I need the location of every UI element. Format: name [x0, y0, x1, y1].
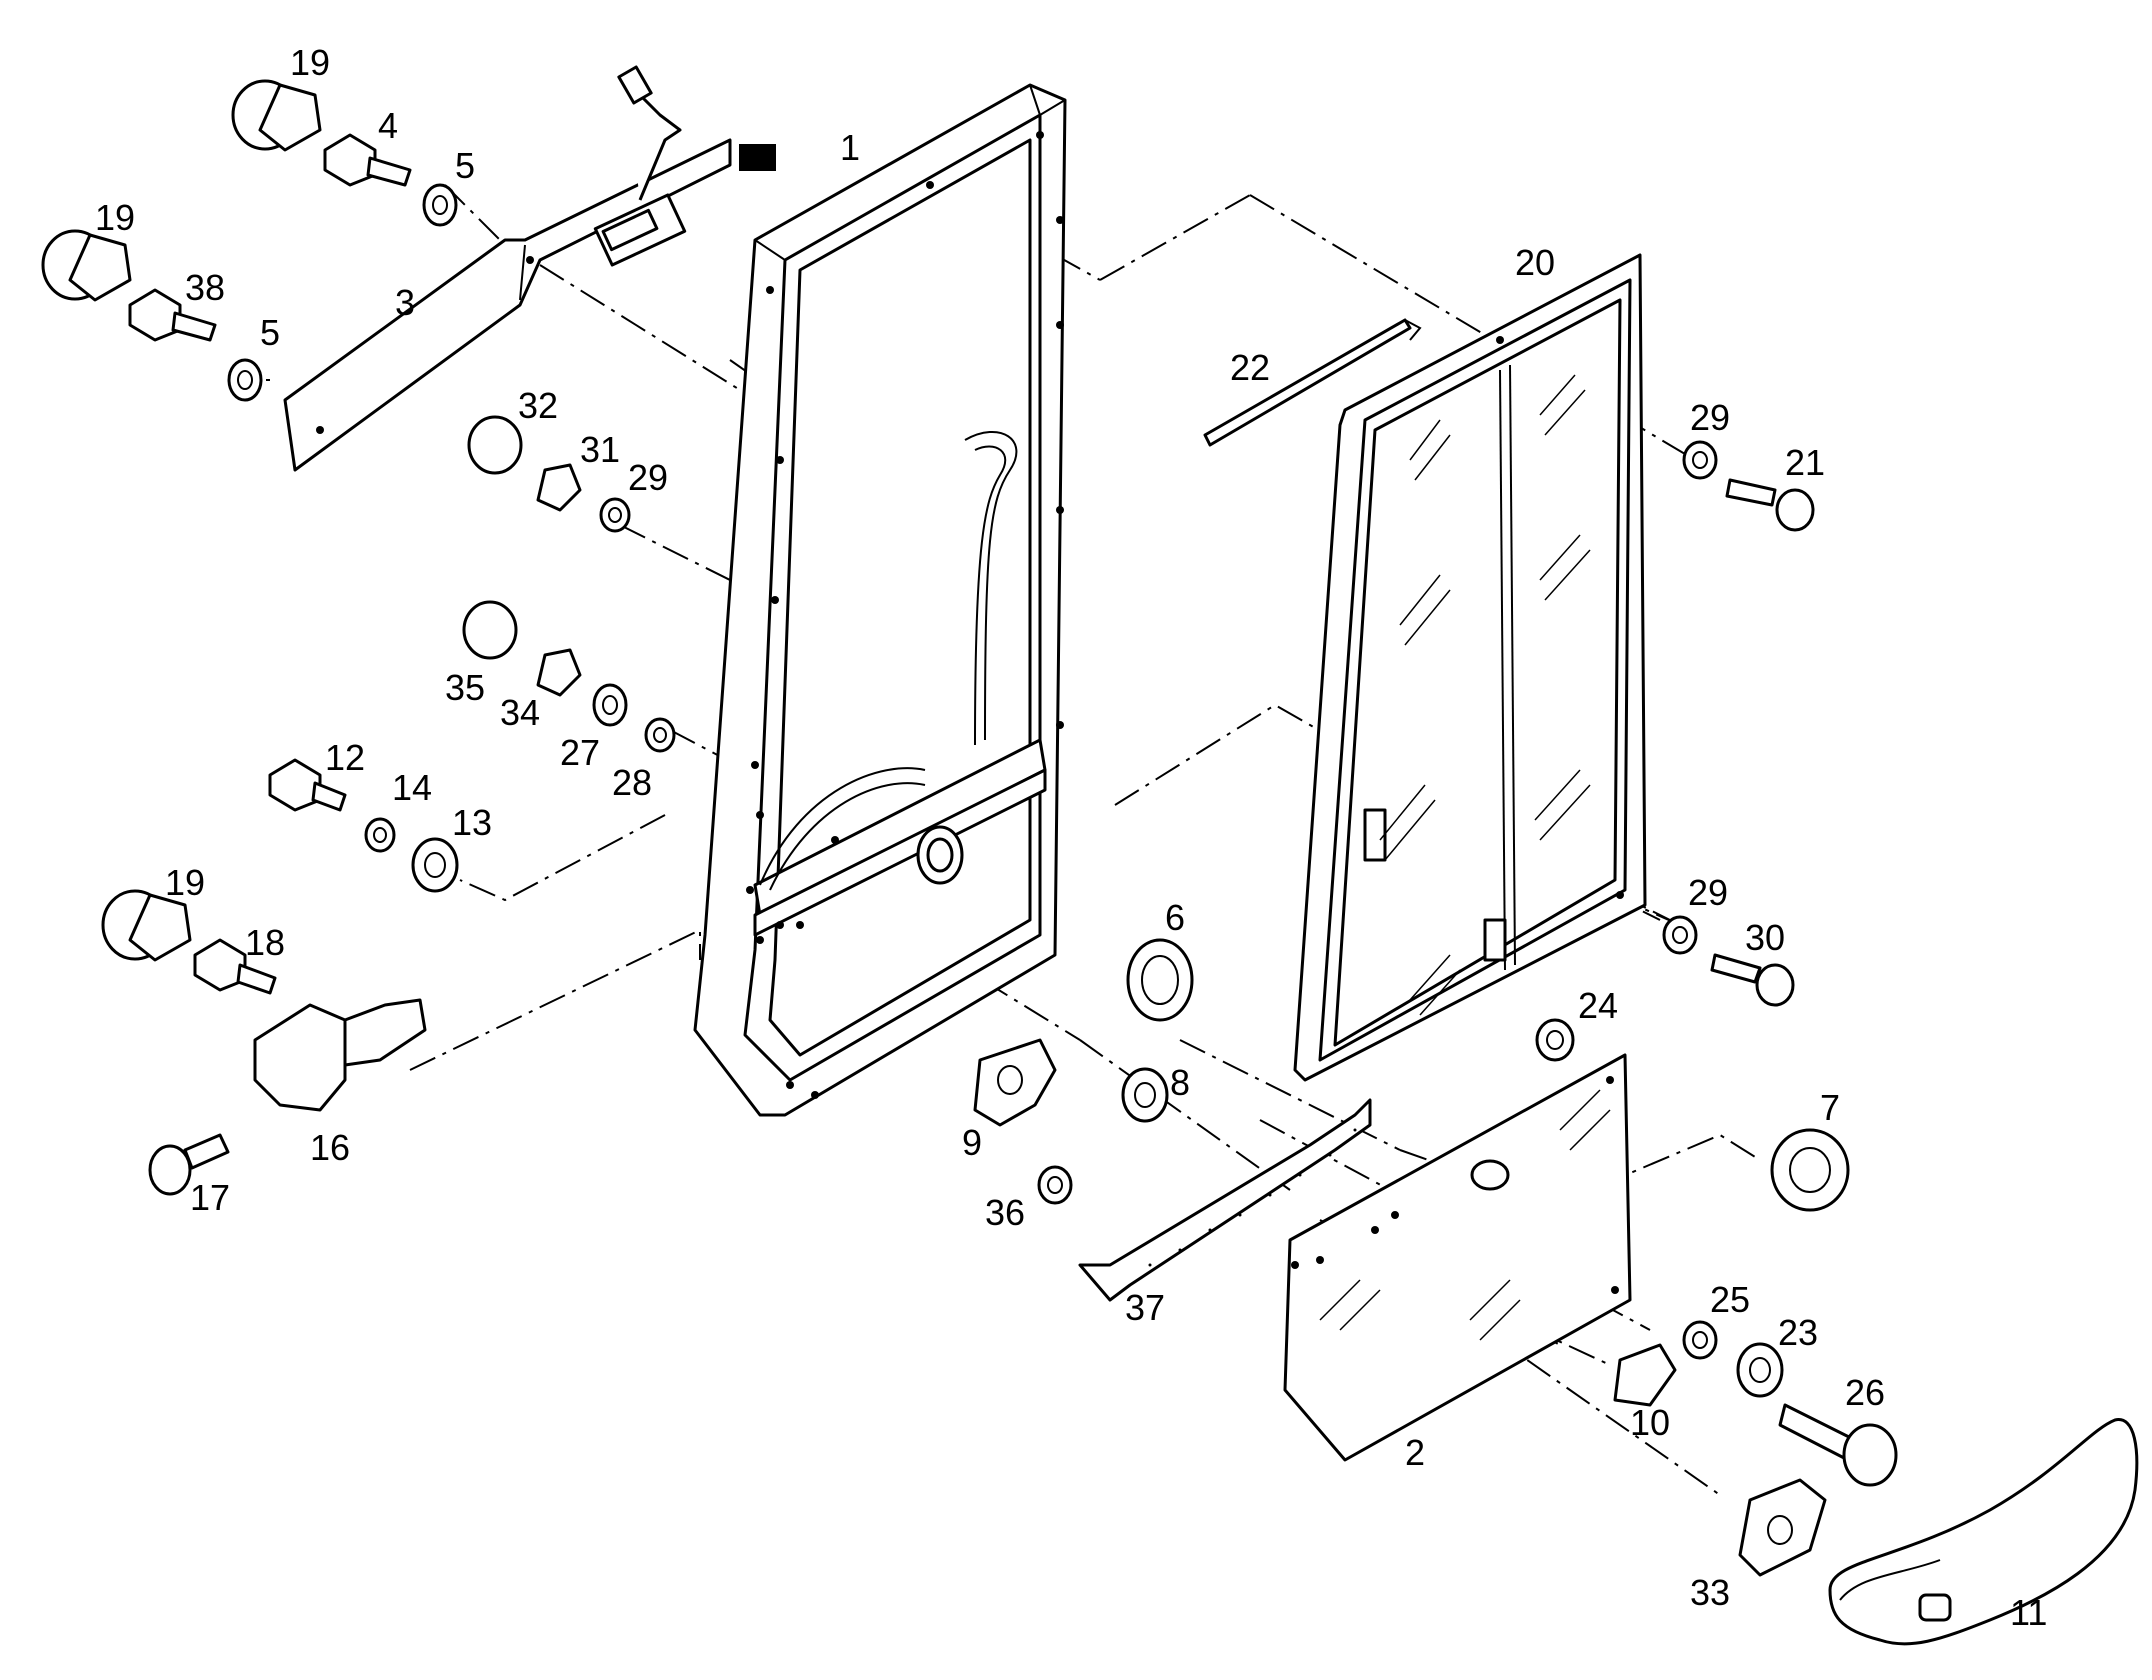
- callout-11: 11: [2010, 1592, 2047, 1633]
- cap-nut-19-b: [41, 229, 132, 302]
- callout-30: 30: [1745, 917, 1785, 958]
- callout-5-lower: 5: [260, 312, 280, 353]
- door-frame-part-1: [693, 83, 1067, 1117]
- callout-2: 2: [1405, 1432, 1425, 1473]
- callout-19-middle: 19: [95, 197, 135, 238]
- fasteners: [41, 79, 2139, 1646]
- callout-7: 7: [1820, 1087, 1840, 1128]
- callout-labels: 1 2 3 4 5 5 6 7 8 9 10 11 12 13 14 16 17…: [95, 42, 2047, 1633]
- callout-1: 1: [840, 127, 860, 168]
- callout-35: 35: [445, 667, 485, 708]
- callout-17: 17: [190, 1177, 230, 1218]
- callout-38: 38: [185, 267, 225, 308]
- callout-6: 6: [1165, 897, 1185, 938]
- callout-28: 28: [612, 762, 652, 803]
- callout-32: 32: [518, 385, 558, 426]
- callout-21: 21: [1785, 442, 1825, 483]
- callout-29-lower-right: 29: [1688, 872, 1728, 913]
- strip-part-22: [1203, 318, 1422, 447]
- callout-4: 4: [378, 105, 398, 146]
- callout-20: 20: [1515, 242, 1555, 283]
- gasket-part-37: [1078, 1098, 1372, 1302]
- cap-nut-19-c: [101, 889, 192, 962]
- callout-12: 12: [325, 737, 365, 778]
- window-part-20: [1293, 253, 1647, 1082]
- callout-29-left: 29: [628, 457, 668, 498]
- callout-33: 33: [1690, 1572, 1730, 1613]
- callout-18: 18: [245, 922, 285, 963]
- callout-22: 22: [1230, 347, 1270, 388]
- cap-nut-19-a: [231, 79, 322, 152]
- callout-8: 8: [1170, 1062, 1190, 1103]
- callout-9: 9: [962, 1122, 982, 1163]
- callout-25: 25: [1710, 1279, 1750, 1320]
- callout-34: 34: [500, 692, 540, 733]
- bolt-4: [323, 133, 412, 187]
- bolt-38: [128, 288, 217, 342]
- callout-14: 14: [392, 767, 432, 808]
- callout-23: 23: [1778, 1312, 1818, 1353]
- callout-19-top: 19: [290, 42, 330, 83]
- callout-5-upper: 5: [455, 145, 475, 186]
- callout-31: 31: [580, 429, 620, 470]
- callout-10: 10: [1630, 1402, 1670, 1443]
- lock-bar-part-3: [283, 65, 776, 472]
- callout-36: 36: [985, 1192, 1025, 1233]
- callout-37: 37: [1125, 1287, 1165, 1328]
- callout-13: 13: [452, 802, 492, 843]
- callout-29-upper-right: 29: [1690, 397, 1730, 438]
- callout-24: 24: [1578, 985, 1618, 1026]
- lower-panel-part-2: [1283, 1053, 1632, 1462]
- callout-27: 27: [560, 732, 600, 773]
- callout-3: 3: [395, 282, 415, 323]
- callout-26: 26: [1845, 1372, 1885, 1413]
- callout-19-bottom: 19: [165, 862, 205, 903]
- callout-16: 16: [310, 1127, 350, 1168]
